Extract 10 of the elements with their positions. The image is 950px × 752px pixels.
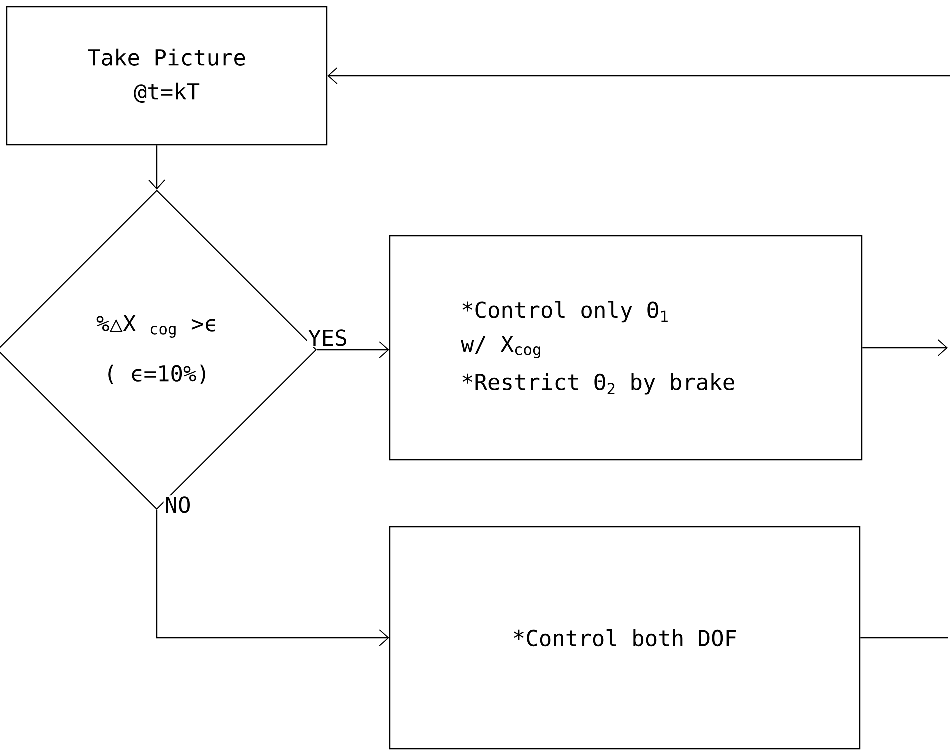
arrow [862, 340, 948, 356]
process-box: Take Picture @t=kT [6, 6, 328, 146]
arrow [328, 68, 950, 84]
arrow [156, 510, 390, 646]
process-box: *Control both DOF [389, 526, 861, 750]
process-box: *Control only Θ$_{1}$ w/ X$_{cog}$ *Restrict Θ$_{2}$ by brake [389, 235, 863, 461]
edge-label: NO [164, 496, 192, 514]
arrow [148, 146, 166, 190]
arrow [317, 342, 390, 358]
edge-label: YES [307, 328, 349, 348]
